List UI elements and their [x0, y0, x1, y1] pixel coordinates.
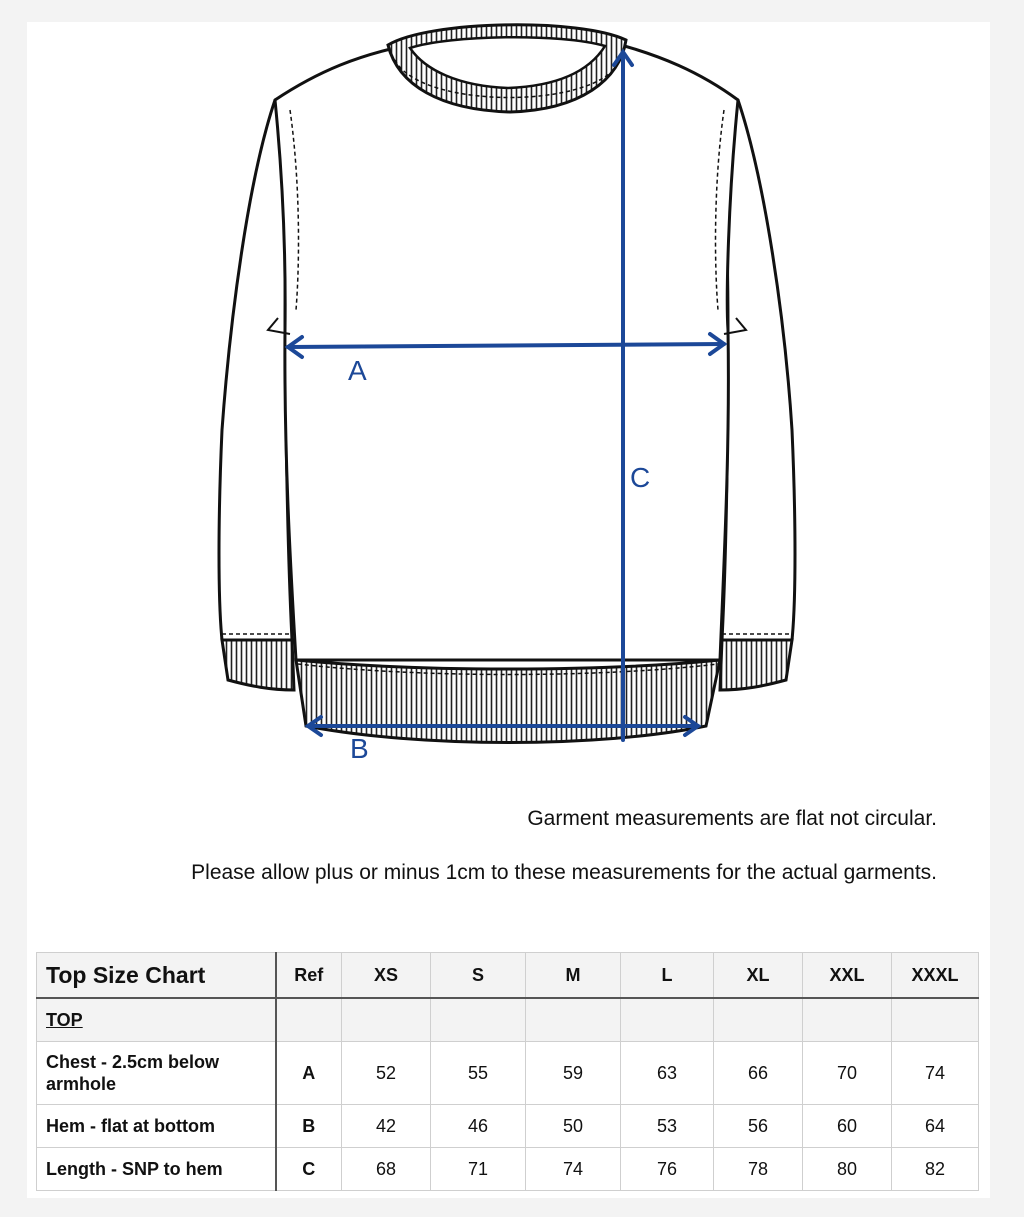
measure-c-arrow	[612, 48, 634, 742]
table-cell: 71	[430, 1147, 526, 1191]
size-header: XS	[341, 952, 431, 999]
size-header: XXXL	[891, 952, 979, 999]
table-cell: 60	[802, 1104, 892, 1148]
table-cell: 68	[341, 1147, 431, 1191]
table-cell: 80	[802, 1147, 892, 1191]
table-cell: 52	[341, 1041, 431, 1105]
table-cell: 70	[802, 1041, 892, 1105]
table-cell: 42	[341, 1104, 431, 1148]
sweatshirt-body	[273, 40, 740, 662]
right-underarm	[723, 317, 748, 335]
tolerance-note: Please allow plus or minus 1cm to these …	[191, 861, 937, 884]
measure-a-arrow	[284, 332, 728, 359]
ref-header: Ref	[275, 952, 342, 999]
row-ref: C	[275, 1147, 342, 1191]
row-ref: B	[275, 1104, 342, 1148]
table-cell: 53	[620, 1104, 714, 1148]
table-cell: 59	[525, 1041, 621, 1105]
label-b: B	[350, 733, 369, 764]
left-sleeve-seam	[289, 109, 300, 311]
size-header: L	[620, 952, 714, 999]
row-ref: A	[275, 1041, 342, 1105]
row-label: Chest - 2.5cm below armhole	[36, 1041, 277, 1105]
neck-opening	[408, 35, 607, 90]
size-header: M	[525, 952, 621, 999]
row-label: Length - SNP to hem	[36, 1147, 277, 1191]
left-underarm	[266, 317, 291, 335]
row-label: Hem - flat at bottom	[36, 1104, 277, 1148]
hem-seam	[297, 663, 719, 676]
right-sleeve-seam	[714, 109, 725, 311]
table-cell: 82	[891, 1147, 979, 1191]
table-cell: 64	[891, 1104, 979, 1148]
sweatshirt-diagram: A B C	[217, 23, 797, 764]
neck-seam	[394, 59, 621, 99]
hem-rib	[294, 658, 722, 744]
table-header-row: Top Size Chart Ref XS S M L XL XXL XXXL	[36, 952, 979, 999]
size-chart-table: Top Size Chart Ref XS S M L XL XXL XXXL …	[36, 952, 979, 1191]
table-cell: 76	[620, 1147, 714, 1191]
table-cell: 78	[713, 1147, 803, 1191]
section-label: TOP	[46, 1010, 83, 1030]
table-row: Chest - 2.5cm below armhole A 52 55 59 6…	[36, 1041, 979, 1105]
size-header: S	[430, 952, 526, 999]
left-cuff	[220, 638, 296, 692]
table-cell: 63	[620, 1041, 714, 1105]
table-cell: 46	[430, 1104, 526, 1148]
table-cell: 66	[713, 1041, 803, 1105]
table-cell: 55	[430, 1041, 526, 1105]
table-cell: 50	[525, 1104, 621, 1148]
label-a: A	[348, 355, 367, 386]
table-row: Hem - flat at bottom B 42 46 50 53 56 60…	[36, 1104, 979, 1148]
table-row: Length - SNP to hem C 68 71 74 76 78 80 …	[36, 1147, 979, 1191]
flat-measurement-note: Garment measurements are flat not circul…	[527, 807, 937, 830]
table-cell: 74	[525, 1147, 621, 1191]
right-cuff	[718, 638, 794, 692]
measure-b-arrow	[304, 715, 702, 737]
section-row: TOP	[36, 997, 979, 1042]
size-header: XXL	[802, 952, 892, 999]
table-cell: 56	[713, 1104, 803, 1148]
table-title: Top Size Chart	[36, 952, 277, 999]
table-cell: 74	[891, 1041, 979, 1105]
label-c: C	[630, 462, 650, 493]
size-header: XL	[713, 952, 803, 999]
